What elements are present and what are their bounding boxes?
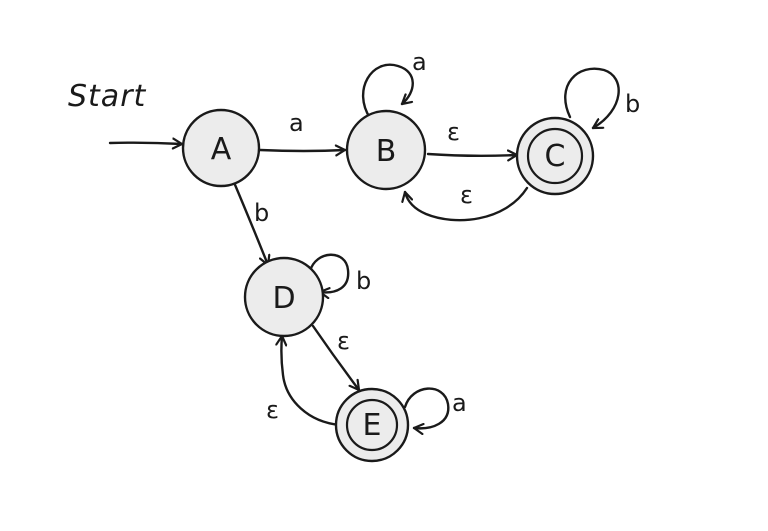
state-e: E <box>334 387 410 463</box>
state-d-circle <box>243 256 325 338</box>
edge-label-c-self: b <box>625 90 640 118</box>
state-d-label: D <box>272 281 295 316</box>
state-d: D <box>243 256 325 338</box>
edge-e-self-loop <box>403 387 450 429</box>
edge-c-to-b <box>405 186 529 222</box>
edge-label-d-self: b <box>356 267 371 295</box>
edge-label-e-to-d: ε <box>266 396 279 424</box>
state-e-label: E <box>363 408 382 443</box>
edge-label-b-to-c: ε <box>447 118 460 146</box>
start-label: Start <box>68 79 147 114</box>
edge-b-self-loop <box>361 63 414 120</box>
edge-c-self-loop <box>564 67 620 130</box>
state-c-label: C <box>545 139 566 174</box>
edge-label-b-self: a <box>412 48 427 76</box>
edge-label-d-to-e: ε <box>337 327 350 355</box>
state-a: A <box>181 108 261 188</box>
edge-label-c-to-b: ε <box>460 181 473 209</box>
state-c: C <box>515 116 595 196</box>
edge-label-e-self: a <box>452 389 467 417</box>
state-b-circle <box>345 109 427 191</box>
edge-d-self-loop <box>308 253 350 293</box>
edge-label-a-to-b: a <box>289 109 304 137</box>
edge-e-to-d <box>281 334 342 427</box>
edge-label-a-to-d: b <box>254 199 269 227</box>
edge-b-to-c <box>426 154 519 156</box>
edge-d-to-e <box>311 324 361 392</box>
state-e-inner-circle <box>345 398 399 452</box>
state-c-inner-circle <box>526 127 584 185</box>
state-b: B <box>345 109 427 191</box>
state-a-label: A <box>211 132 232 167</box>
state-a-circle <box>181 108 261 188</box>
edge-a-to-d <box>231 178 268 267</box>
edge-a-to-b <box>258 150 347 151</box>
start-arrow <box>108 143 184 144</box>
state-b-label: B <box>376 134 397 169</box>
